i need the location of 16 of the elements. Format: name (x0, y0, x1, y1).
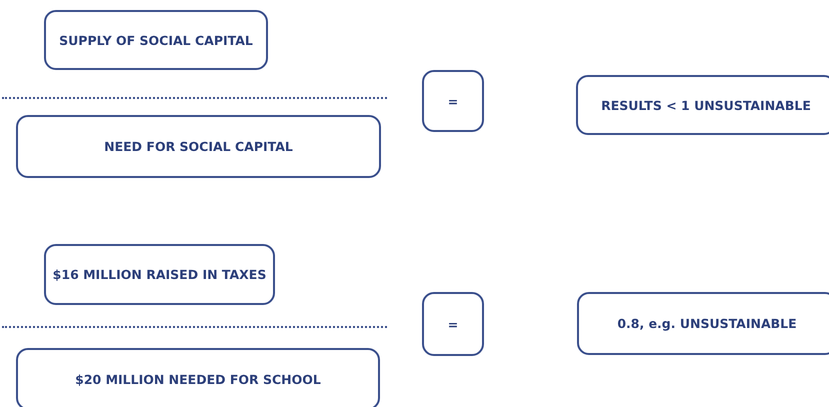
box-text: 0.8, e.g. UNSUSTAINABLE (617, 316, 797, 331)
box-text: RESULTS < 1 UNSUSTAINABLE (601, 98, 811, 112)
box-text: SUPPLY OF SOCIAL CAPITAL (59, 32, 253, 48)
box-text: = (448, 316, 458, 332)
term-box (44, 244, 275, 305)
term-box (16, 115, 381, 178)
term-box (576, 75, 829, 135)
box-text: $16 MILLION RAISED IN TAXES (52, 267, 266, 282)
term-box (577, 292, 829, 355)
term-box (44, 10, 268, 70)
box-text: $20 MILLION NEEDED FOR SCHOOL (75, 372, 321, 386)
term-box (422, 292, 484, 356)
box-text: = (448, 94, 458, 108)
term-box (422, 70, 484, 132)
term-box (16, 348, 380, 407)
box-text: NEED FOR SOCIAL CAPITAL (104, 139, 293, 154)
